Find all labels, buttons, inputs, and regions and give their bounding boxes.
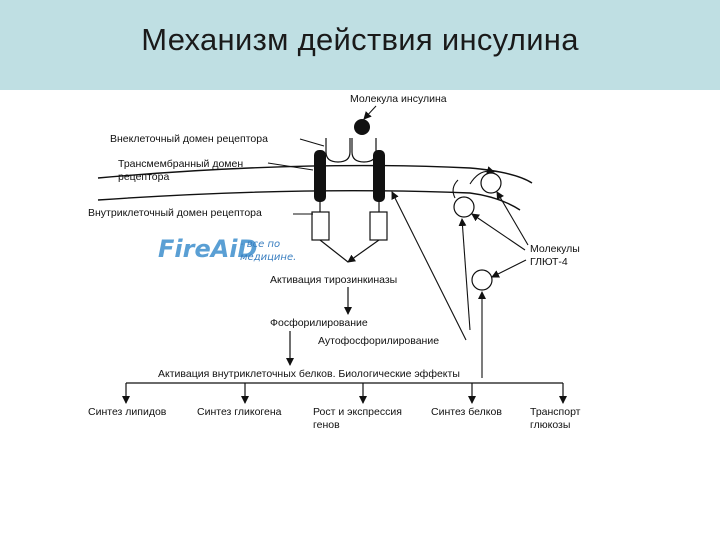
label-transmembrane-domain-2: рецептора xyxy=(118,171,169,183)
label-insulin-molecule: Молекула инсулина xyxy=(350,93,447,105)
effect-protein: Синтез белков xyxy=(431,406,502,418)
effect-growth-1: Рост и экспрессия xyxy=(313,406,402,418)
label-activation-line: Активация внутриклеточных белков. Биолог… xyxy=(158,368,460,380)
receptor-extracellular-right xyxy=(351,138,377,163)
watermark-tagline-2: медицине. xyxy=(240,252,296,263)
label-autophosphorylation: Аутофосфорилирование xyxy=(318,335,439,347)
watermark-tagline-1: - все по xyxy=(240,239,280,250)
watermark-brand: FireAiD xyxy=(158,235,257,263)
glut4-membrane-1 xyxy=(453,196,475,218)
label-extracellular-domain: Внеклеточный домен рецептора xyxy=(110,133,268,145)
receptor-transmembrane-right xyxy=(373,150,385,202)
effect-lipid: Синтез липидов xyxy=(88,406,167,418)
receptor-intracellular-left xyxy=(311,211,330,241)
glut4-membrane-2 xyxy=(480,172,502,194)
slide-title: Механизм действия инсулина xyxy=(141,22,579,57)
receptor-transmembrane-left xyxy=(314,150,326,202)
glut4-cytoplasm xyxy=(471,269,493,291)
effect-glycogen: Синтез гликогена xyxy=(197,406,282,418)
receptor-extracellular-left xyxy=(325,138,351,163)
effect-growth-2: генов xyxy=(313,419,340,431)
label-transmembrane-domain-1: Трансмембранный домен xyxy=(118,158,243,170)
title-bar xyxy=(0,0,720,90)
label-intracellular-domain: Внутриклеточный домен рецептора xyxy=(88,207,262,219)
watermark-logo: FireAiD - все по медицине. xyxy=(158,235,296,263)
effect-glucose-1: Транспорт xyxy=(530,406,581,418)
receptor-intracellular-right xyxy=(369,211,388,241)
cell-membrane-outer xyxy=(97,164,533,184)
label-phosphorylation: Фосфорилирование xyxy=(270,317,368,329)
insulin-molecule xyxy=(354,119,370,135)
label-glut4-2: ГЛЮТ-4 xyxy=(530,256,568,268)
label-glut4-1: Молекулы xyxy=(530,243,580,255)
label-tyrosine-kinase: Активация тирозинкиназы xyxy=(270,274,397,286)
effect-glucose-2: глюкозы xyxy=(530,419,570,431)
